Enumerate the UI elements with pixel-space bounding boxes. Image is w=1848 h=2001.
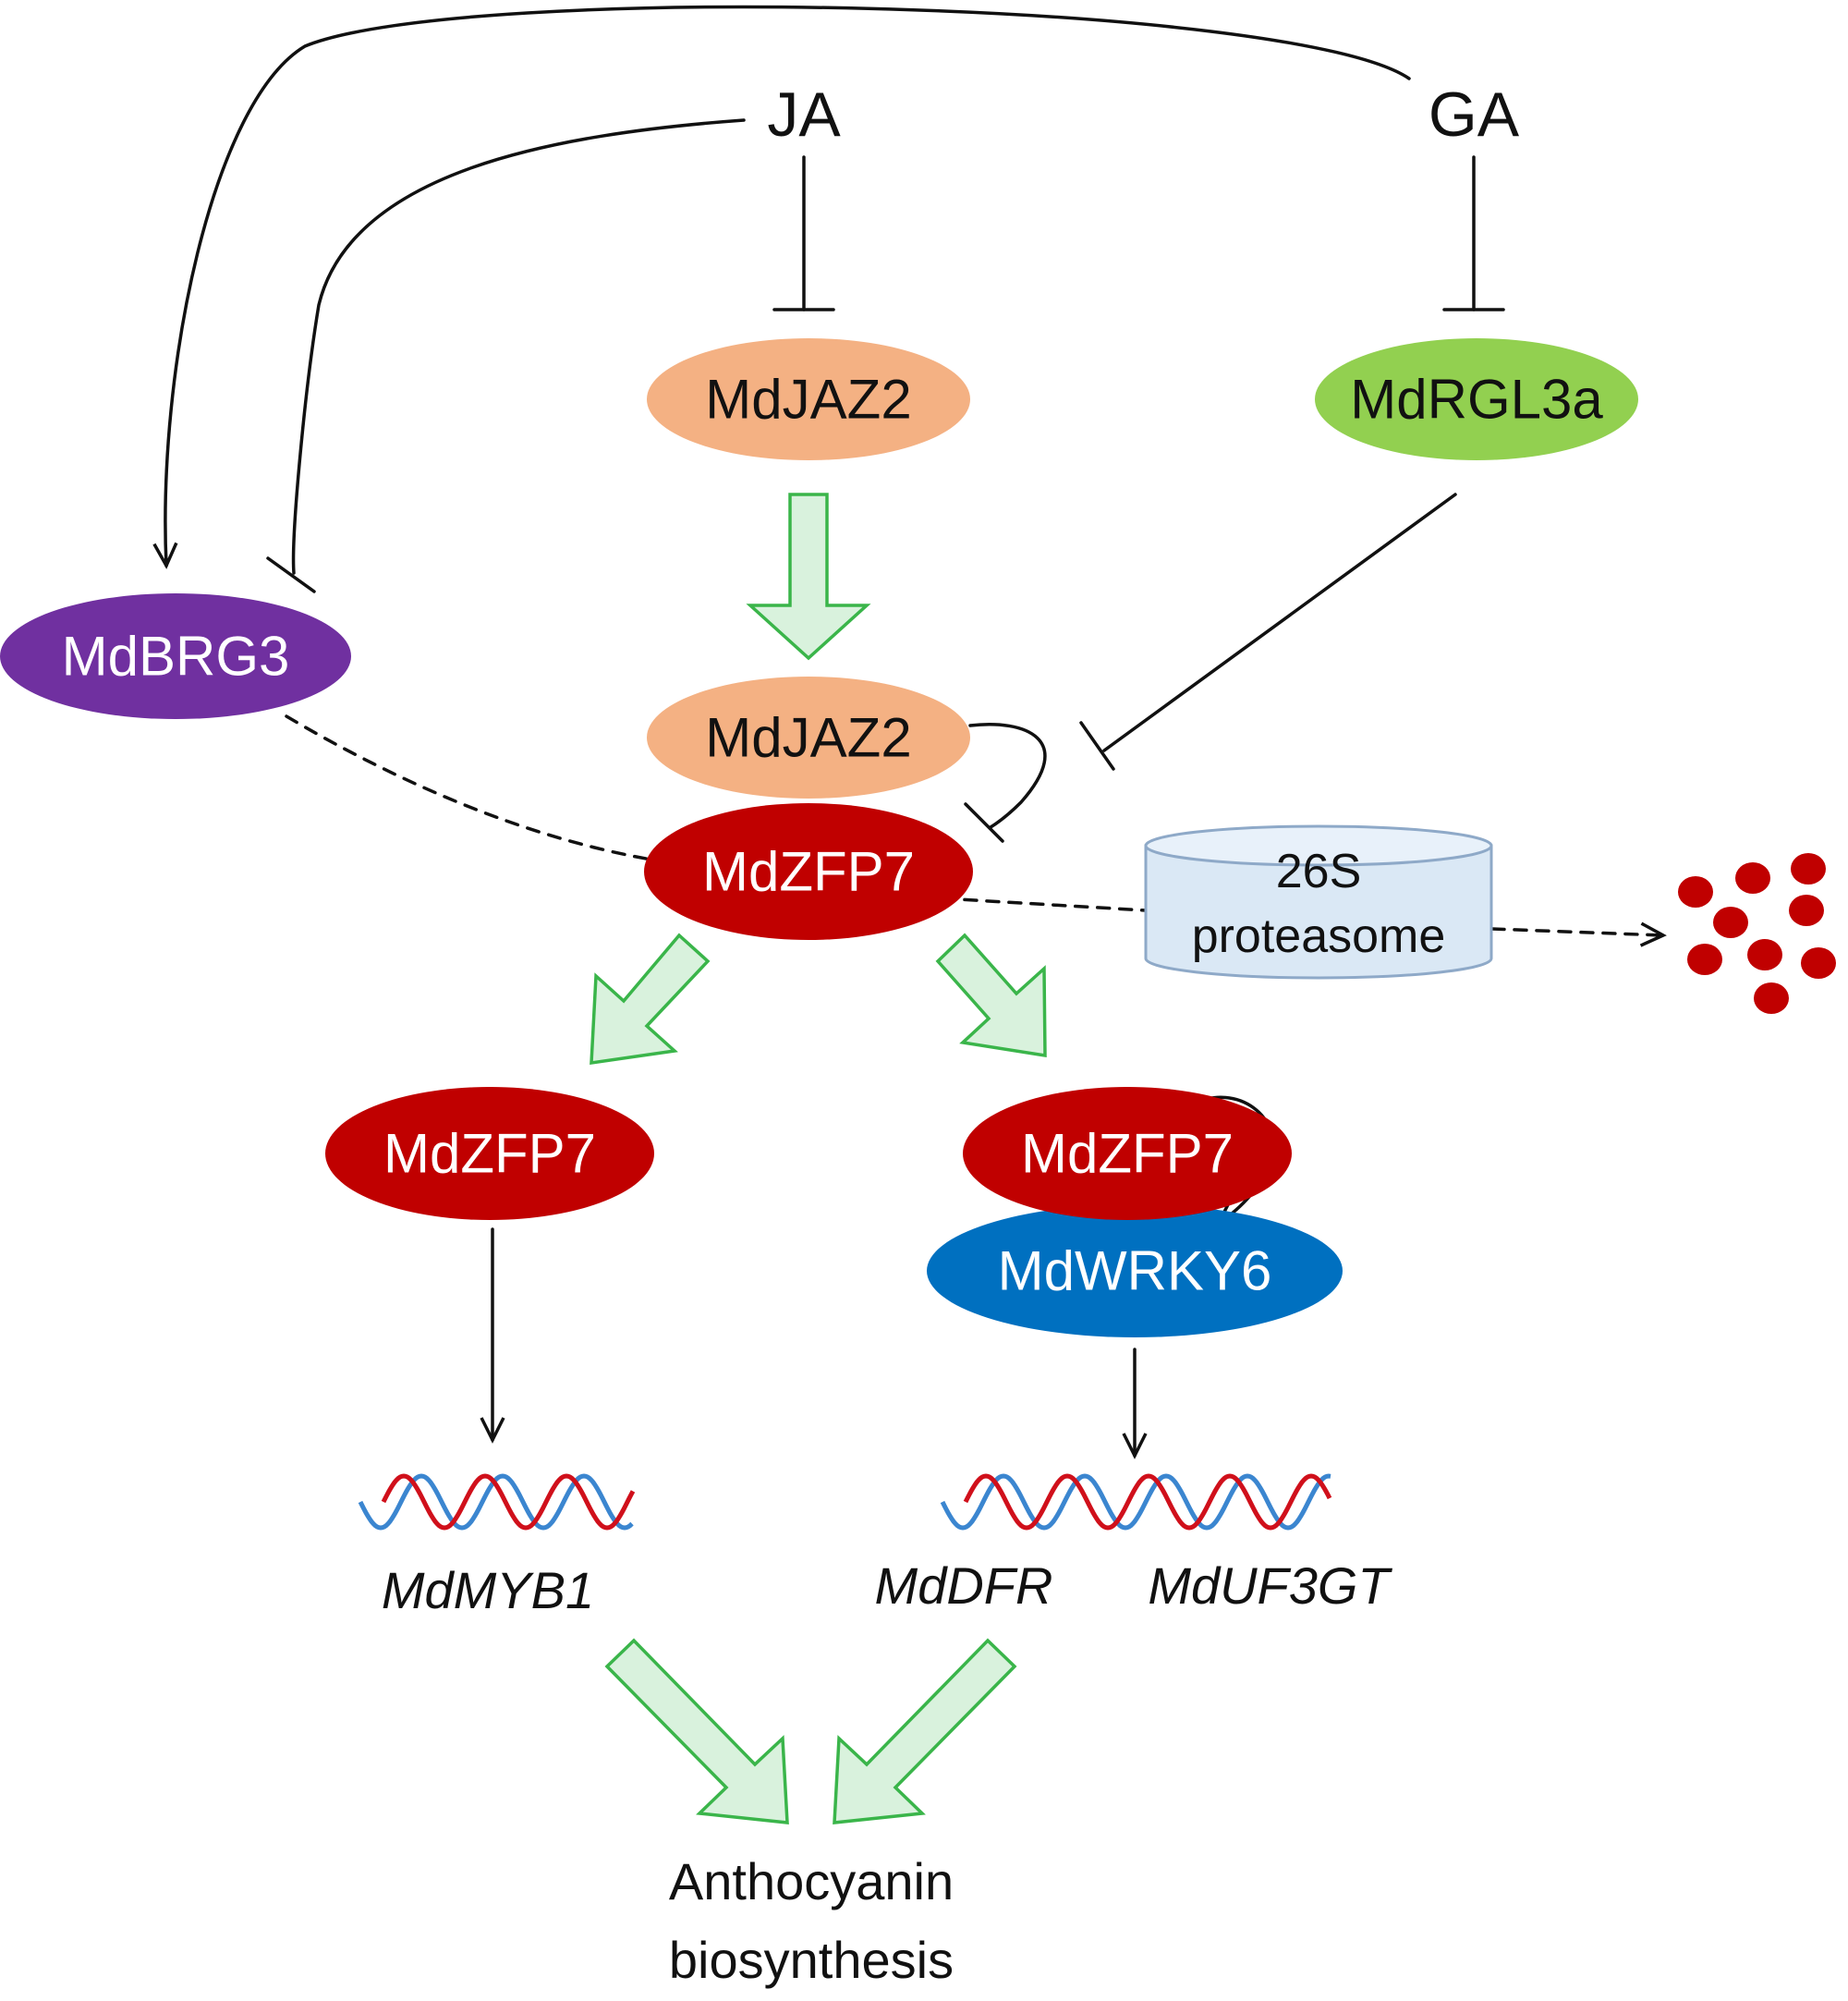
wrky6-ellipse [927,1204,1343,1337]
degraded-fragment [1801,947,1836,979]
proteasome-26s: 26S proteasome [1144,824,1493,980]
proteasome-label-line2: proteasome [1192,909,1446,963]
jaz2-complex-label: MdJAZ2 [705,707,911,769]
proteasome-top [1144,824,1493,867]
rgl3a-inhibits-complex-line [1102,493,1457,752]
jaz2-complex-ellipse [647,677,970,799]
dna-helix-myb1 [358,1473,636,1531]
gene-uf3gt-label: MdUF3GT [1148,1556,1392,1615]
degraded-fragment [1789,895,1824,926]
gene-dfr-label: MdDFR [875,1556,1053,1615]
degraded-fragment [1713,907,1748,938]
dfr-uf3gt-to-anthocyanin-green-arrow [833,1638,1017,1824]
zfp7-left-ellipse [325,1087,654,1220]
zfp7-right-node: MdZFP7 [963,1087,1292,1220]
jaz2-to-jaz2-green-arrow [746,493,871,661]
ja-brg3-inhibition-bar [266,556,316,593]
zfp7-right-ellipse [963,1087,1292,1220]
dna-strand-blue [358,1473,634,1531]
wrky6-node: MdWRKY6 [927,1204,1343,1337]
rgl3a-label: MdRGL3a [1350,369,1603,431]
dna-helix-dfr-uf3gt [940,1473,1332,1531]
dna-strand-red [381,1473,636,1531]
brg3-ellipse [0,593,351,719]
ja-label: JA [767,79,841,150]
proteasome-to-degradation-arrow [1490,921,1667,947]
brg3-label: MdBRG3 [62,626,290,688]
zfp7-right-label: MdZFP7 [1021,1123,1234,1185]
ja-inhibits-brg3-line [291,118,746,575]
proteasome-label-line1: 26S [1276,845,1362,898]
brg3-node: MdBRG3 [0,593,351,719]
zfp7-to-zfp7-right-green-arrow [935,933,1047,1058]
jaz2-inhibits-zfp7-curve [968,723,1047,829]
output-label-line2: biosynthesis [669,1931,954,1989]
dna-strand-red [963,1473,1332,1531]
jaz2-top-node: MdJAZ2 [647,338,970,460]
jaz2-top-label: MdJAZ2 [705,369,911,431]
rgl3a-node: MdRGL3a [1315,338,1638,460]
myb1-to-anthocyanin-green-arrow [604,1638,789,1824]
zfp7-left-label: MdZFP7 [383,1123,596,1185]
gene-myb1-label: MdMYB1 [382,1561,594,1619]
zfp7-complex-label: MdZFP7 [702,841,915,903]
jaz2-complex-node: MdJAZ2 [647,677,970,799]
ga-label: GA [1429,79,1520,150]
dna-strand-blue [940,1473,1331,1531]
degraded-fragment [1735,862,1770,894]
ga-to-brg3-arrow [152,5,1411,569]
rgl3a-ellipse [1315,338,1638,460]
output-label-line1: Anthocyanin [669,1852,954,1910]
zfp7-complex-ellipse [644,803,973,940]
proteasome-body [1144,844,1493,980]
brg3-zfp7-dashed-link [285,714,653,861]
zfp7-to-proteasome-dashed [941,897,1148,912]
degraded-fragment [1791,853,1826,885]
zfp7-to-zfp7-left-green-arrow [590,933,711,1066]
zfp7-left-node: MdZFP7 [325,1087,654,1220]
degraded-fragment [1687,944,1722,975]
degraded-fragment [1754,982,1789,1014]
rgl3a-complex-inhibition-bar [1079,721,1115,771]
degraded-fragment [1678,876,1713,908]
degraded-protein-dots [1678,853,1836,1014]
degraded-fragment [1747,939,1782,970]
jaz2-zfp7-inhibition-bar [964,802,1004,843]
jaz2-top-ellipse [647,338,970,460]
zfp7-complex-node: MdZFP7 [644,803,973,940]
wrky6-label: MdWRKY6 [998,1240,1272,1302]
